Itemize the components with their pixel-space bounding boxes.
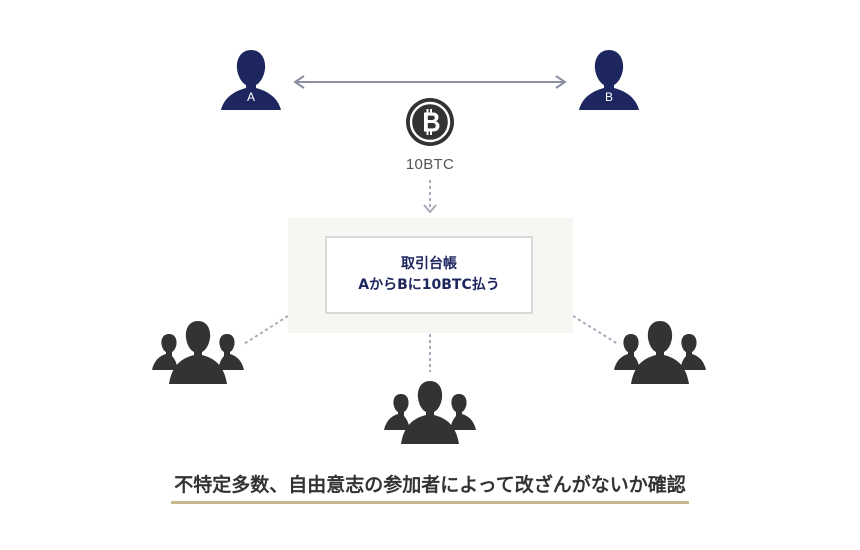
person-icon — [221, 50, 281, 110]
caption-text: 不特定多数、自由意志の参加者によって改ざんがないか確認 — [171, 470, 689, 504]
ledger-entry: AからBに10BTC払う — [358, 277, 500, 293]
connector-left — [243, 315, 289, 345]
record-arrow — [423, 180, 437, 214]
participant-group-center — [384, 380, 476, 446]
group-icon — [152, 321, 244, 384]
group-icon — [614, 321, 706, 384]
participant-group-right — [614, 320, 706, 386]
connector-right — [572, 315, 619, 345]
transfer-amount: 10BTC — [405, 156, 455, 173]
person-a: A — [219, 48, 283, 112]
bitcoin-icon — [406, 98, 454, 146]
person-a-label: A — [246, 90, 255, 104]
person-b: B — [577, 48, 641, 112]
participant-group-left — [152, 320, 244, 386]
caption: 不特定多数、自由意志の参加者によって改ざんがないか確認 — [0, 470, 860, 504]
transfer-arrow — [293, 75, 567, 89]
group-icon — [384, 381, 476, 444]
ledger-title: 取引台帳 — [401, 256, 457, 272]
person-icon — [579, 50, 639, 110]
person-b-label: B — [604, 90, 613, 104]
bitcoin-coin — [405, 97, 455, 147]
ledger-box: 取引台帳 AからBに10BTC払う — [325, 236, 533, 314]
